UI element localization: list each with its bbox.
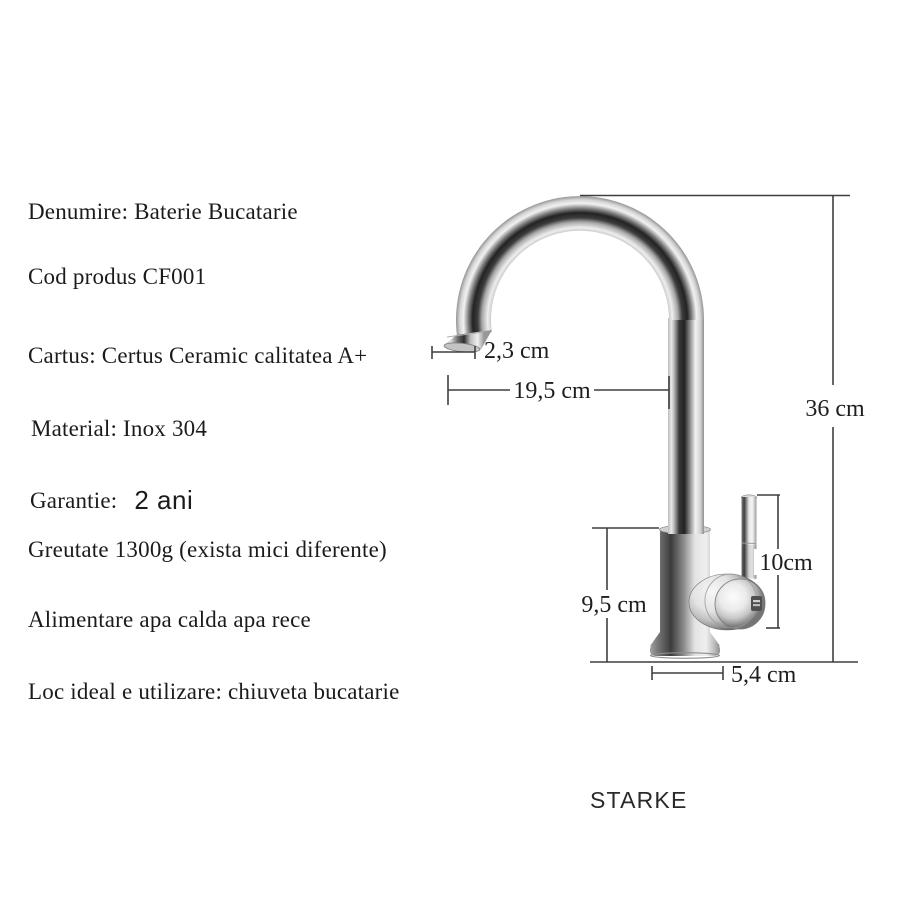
dim-base-diameter: 5,4 cm: [651, 662, 797, 688]
dimension-annotations: 36 cm 19,5 cm 2,3 cm: [431, 194, 871, 688]
faucet-tip-seam: [446, 331, 485, 338]
spec-cod-produs: Cod produs CF001: [28, 264, 207, 289]
spec-alimentare: Alimentare apa calda apa rece: [28, 607, 311, 632]
spec-garantie-value: 2 ani: [134, 485, 194, 515]
handle-logo-mark-2: [753, 604, 760, 607]
dim-total-height: 36 cm: [580, 194, 871, 662]
faucet-base-rim: [650, 644, 720, 656]
spec-loc-ideal: Loc ideal e utilizare: chiuveta bucatari…: [28, 679, 400, 704]
dim-base-label: 5,4 cm: [731, 662, 797, 688]
dim-height-label-bg: [799, 396, 871, 422]
handle-rod-sleeve: [741, 545, 757, 578]
spec-greutate: Greutate 1300g (exista mici diferente): [28, 537, 387, 562]
dim-reach-label: 19,5 cm: [513, 378, 591, 404]
spec-cartus: Cartus: Certus Ceramic calitatea A+: [28, 343, 368, 368]
dim-handle-label-bg: [754, 549, 818, 575]
dim-body-height: 9,5 cm: [574, 527, 659, 662]
spec-denumire: Denumire: Baterie Bucatarie: [28, 199, 298, 224]
dim-handle-label: 10cm: [759, 550, 813, 576]
spec-garantie-label: Garantie:: [30, 488, 118, 513]
faucet-base-bottom-edge: [649, 652, 721, 659]
dim-handle-height: 10cm: [754, 494, 818, 629]
faucet-illustration: [443, 196, 766, 659]
dim-tip-label: 2,3 cm: [484, 338, 550, 364]
spec-material: Material: Inox 304: [31, 416, 208, 441]
dim-body-label-bg: [574, 590, 654, 618]
faucet-base-flare: [650, 632, 720, 646]
handle-logo-mark-1: [753, 600, 760, 603]
brand-label: STARKE: [590, 787, 688, 813]
spec-garantie: Garantie: 2 ani: [30, 484, 193, 515]
faucet-pipe: [668, 318, 704, 534]
dim-spout-reach: 19,5 cm: [447, 375, 670, 409]
handle-rod: [741, 497, 757, 579]
dim-spout-diameter: 2,3 cm: [431, 338, 550, 364]
dim-body-label: 9,5 cm: [581, 592, 647, 618]
handle-rod-seam: [741, 542, 757, 544]
dim-height-label: 36 cm: [805, 396, 865, 422]
faucet-spout-arc: [456, 196, 704, 338]
handle-logo-badge: [751, 596, 762, 611]
